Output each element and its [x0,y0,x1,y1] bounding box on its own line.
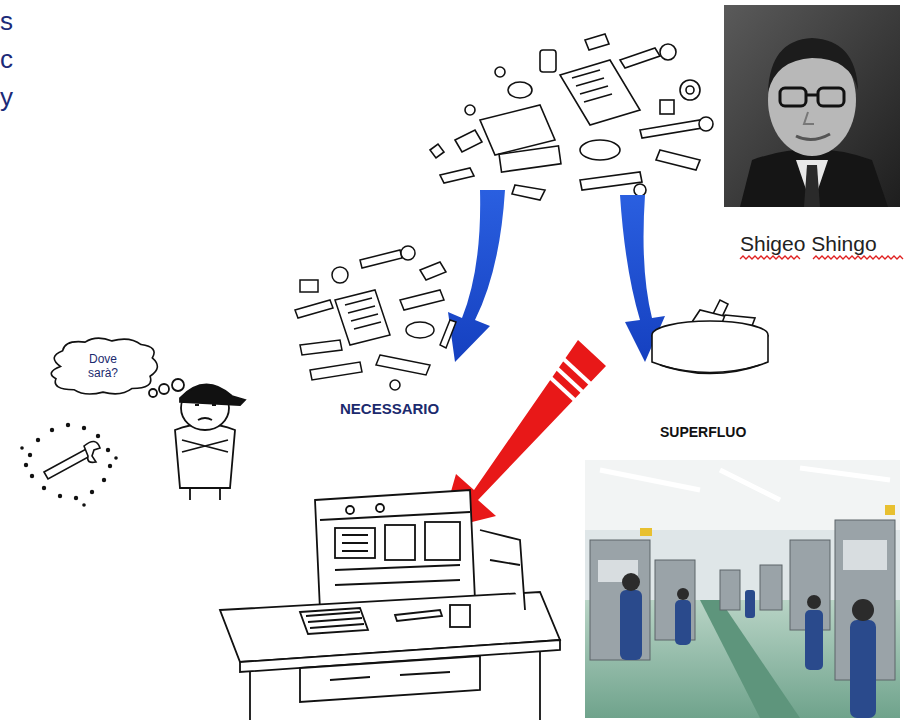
slide-text-fragment: c [0,44,13,75]
worker-figure [149,379,245,500]
sort-arrow [448,190,505,362]
thought-bubble: Dove sarà? [47,336,159,397]
necessary-items [295,246,456,390]
bubble-text: Dove sarà? [77,352,129,381]
lost-tool [20,423,118,507]
portrait-photo [724,5,900,207]
category-label: NECESSARIO [340,400,439,417]
tool-pile [430,34,713,200]
factory-photo [585,460,900,718]
photo-caption: Shigeo Shingo [740,232,877,256]
slide-text-fragment: y [0,82,13,113]
workbench [220,490,560,720]
slide-text-fragment: s [0,6,13,37]
spellcheck-underline [740,256,800,259]
spellcheck-underline [813,256,903,259]
category-label: SUPERFLUO [660,424,746,440]
waste-bin [652,300,768,374]
